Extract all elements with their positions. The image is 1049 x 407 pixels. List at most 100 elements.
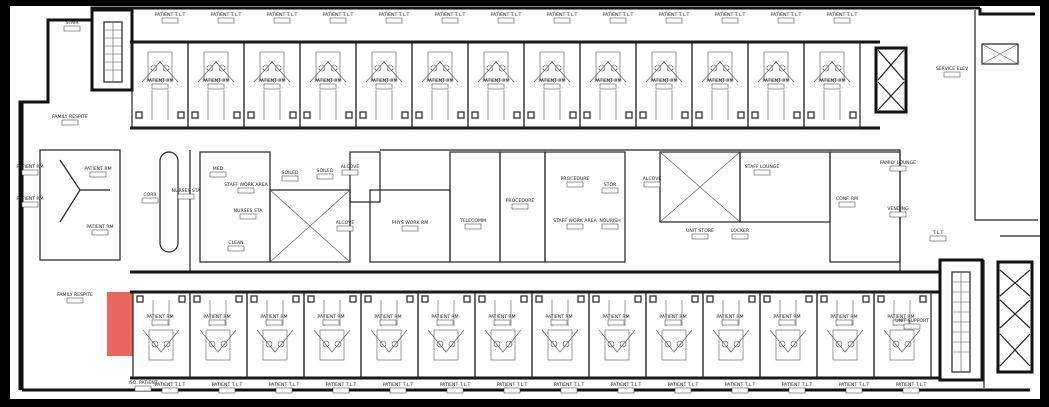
- north-patient-rooms: [131, 41, 861, 129]
- room-tag: [674, 387, 692, 394]
- room-tag: [691, 233, 709, 240]
- room-tag: [389, 387, 407, 394]
- room-label: PATIENT T.L.T: [491, 12, 522, 18]
- room-label: PATIENT RM: [84, 166, 111, 172]
- room-tag: [91, 229, 109, 236]
- room-tag: [21, 169, 39, 176]
- stair-southeast: [938, 258, 984, 382]
- room-label: PROCEDURE: [561, 176, 590, 182]
- room-tag: [889, 211, 907, 218]
- room-label: PATIENT T.L.T: [267, 12, 298, 18]
- room-label: CORR: [143, 192, 157, 198]
- room-tag: [379, 319, 397, 326]
- room-label: PATIENT T.L.T: [827, 12, 858, 18]
- room-label: SOILED: [317, 168, 334, 174]
- room-label: PATIENT T.L.T: [212, 382, 243, 388]
- room-tag: [89, 171, 107, 178]
- room-label: T.L.T: [932, 230, 944, 236]
- room-label: LOCKER: [731, 228, 750, 234]
- room-label: UNIT STORE: [686, 228, 714, 234]
- room-tag: [753, 169, 771, 176]
- room-tag: [239, 213, 257, 220]
- room-tag: [332, 387, 350, 394]
- room-label: PATIENT RM: [314, 78, 341, 84]
- room-label: NOURISH: [599, 218, 620, 224]
- room-label: PATIENT T.L.T: [323, 12, 354, 18]
- room-label: PATIENT RM: [538, 78, 565, 84]
- south-patient-rooms: [132, 291, 932, 379]
- room-tag: [560, 387, 578, 394]
- room-tag: [845, 387, 863, 394]
- room-tag: [177, 193, 195, 200]
- room-label: PATIENT T.L.T: [839, 382, 870, 388]
- room-tag: [721, 17, 739, 24]
- room-tag: [607, 319, 625, 326]
- room-label: PATIENT RM: [260, 314, 287, 320]
- room-label: PATIENT T.L.T: [547, 12, 578, 18]
- room-label: PATIENT T.L.T: [725, 382, 756, 388]
- room-tag: [265, 319, 283, 326]
- room-label: PATIENT T.L.T: [269, 382, 300, 388]
- room-label: PATIENT T.L.T: [155, 382, 186, 388]
- room-tag: [161, 387, 179, 394]
- room-tag: [341, 169, 359, 176]
- room-tag: [322, 319, 340, 326]
- room-tag: [329, 17, 347, 24]
- highlighted-room[interactable]: [107, 292, 133, 356]
- room-tag: [487, 83, 505, 90]
- room-tag: [436, 319, 454, 326]
- room-label: STOR: [604, 182, 617, 188]
- room-tag: [275, 387, 293, 394]
- room-tag: [441, 17, 459, 24]
- room-label: ALCOVE: [341, 164, 360, 170]
- room-tag: [493, 319, 511, 326]
- room-label: STAIR: [65, 20, 79, 26]
- room-tag: [550, 319, 568, 326]
- room-label: NURSES STA: [234, 208, 264, 214]
- room-label: PATIENT RM: [317, 314, 344, 320]
- room-label: PATIENT T.L.T: [497, 382, 528, 388]
- room-tag: [151, 83, 169, 90]
- room-label: PATIENT T.L.T: [782, 382, 813, 388]
- room-tag: [838, 201, 856, 208]
- room-label: PATIENT T.L.T: [435, 12, 466, 18]
- room-tag: [731, 387, 749, 394]
- room-label: PATIENT T.L.T: [771, 12, 802, 18]
- room-label: SERVICE ELEV: [936, 66, 969, 72]
- room-label: FAMILY RESPITE: [57, 292, 93, 298]
- room-label: ISO. PATIENT: [128, 380, 157, 386]
- room-tag: [66, 297, 84, 304]
- room-tag: [209, 171, 227, 178]
- room-tag: [446, 387, 464, 394]
- room-tag: [543, 83, 561, 90]
- room-tag: [889, 165, 907, 172]
- room-label: PATIENT RM: [594, 78, 621, 84]
- room-tag: [903, 323, 921, 330]
- room-tag: [21, 201, 39, 208]
- room-tag: [375, 83, 393, 90]
- room-label: PATIENT RM: [482, 78, 509, 84]
- room-tag: [566, 181, 584, 188]
- room-label: TELECOMM: [459, 218, 486, 224]
- room-label: PATIENT RM: [16, 164, 43, 170]
- room-tag: [263, 83, 281, 90]
- room-tag: [207, 83, 225, 90]
- room-label: PATIENT RM: [374, 314, 401, 320]
- room-tag: [601, 223, 619, 230]
- room-tag: [643, 181, 661, 188]
- room-label: NURSES STA: [172, 188, 202, 194]
- room-label: PATIENT T.L.T: [155, 12, 186, 18]
- room-tag: [217, 17, 235, 24]
- room-label: PATIENT T.L.T: [440, 382, 471, 388]
- core-rooms: [39, 149, 901, 263]
- room-tag: [617, 387, 635, 394]
- room-tag: [767, 83, 785, 90]
- room-tag: [665, 17, 683, 24]
- room-label: PATIENT RM: [887, 314, 914, 320]
- room-label: CONF. RM: [836, 196, 858, 202]
- room-label: PATIENT RM: [86, 224, 113, 230]
- room-tag: [227, 245, 245, 252]
- room-tag: [511, 203, 529, 210]
- room-label: FAMILY LOUNGE: [880, 160, 916, 166]
- room-label: PATIENT T.L.T: [715, 12, 746, 18]
